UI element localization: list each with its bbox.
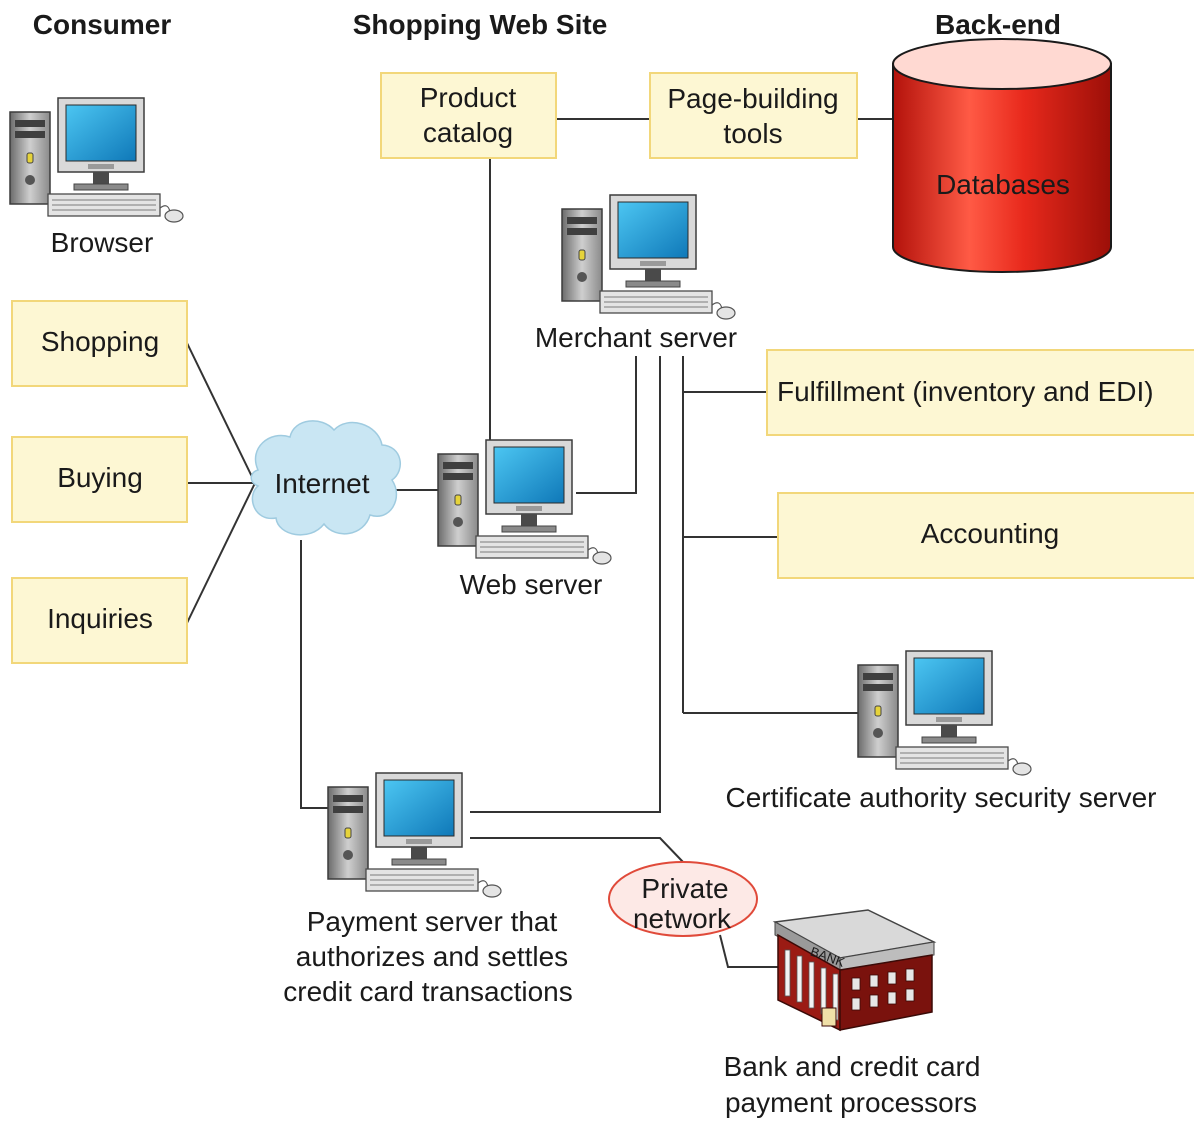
payment-server-label-line2: authorizes and settles — [296, 941, 568, 972]
link-webserver-merchant — [576, 356, 637, 494]
payment-server-label-line3: credit card transactions — [283, 976, 572, 1007]
link-internet-payment — [300, 540, 328, 809]
page-building-tools-box: Page-building tools — [649, 72, 858, 159]
payment-server-computer: Payment server that authorizes and settl… — [283, 772, 573, 1007]
heading-consumer: Consumer — [33, 9, 172, 40]
databases-label: Databases — [936, 169, 1070, 200]
buying-label: Buying — [57, 462, 143, 493]
bank-label-line2: payment processors — [725, 1087, 977, 1118]
accounting-label: Accounting — [921, 518, 1060, 549]
certificate-authority-label: Certificate authority security server — [725, 782, 1156, 813]
shopping-label: Shopping — [41, 326, 159, 357]
link-payment-private-network — [470, 837, 684, 863]
browser-label: Browser — [51, 227, 154, 258]
product-catalog-label-line2: catalog — [423, 117, 513, 148]
link-inquiries-internet — [186, 482, 256, 624]
internet-cloud: Internet — [250, 420, 402, 536]
fulfillment-box: Fulfillment (inventory and EDI) — [766, 349, 1194, 436]
link-merchant-payment — [470, 356, 661, 813]
browser-computer: Browser — [9, 97, 184, 258]
accounting-box: Accounting — [777, 492, 1194, 579]
heading-shopping-web-site: Shopping Web Site — [353, 9, 608, 40]
private-network-node: Private network — [608, 861, 758, 937]
product-catalog-label-line1: Product — [420, 82, 517, 113]
web-server-computer: Web server — [437, 439, 612, 600]
payment-server-label-line1: Payment server that — [307, 906, 558, 937]
page-building-label-line1: Page-building — [667, 83, 838, 114]
buying-box: Buying — [11, 436, 188, 523]
inquiries-box: Inquiries — [11, 577, 188, 664]
databases-cylinder: Databases — [892, 38, 1112, 273]
merchant-server-computer: Merchant server — [535, 194, 737, 353]
link-private-network-bank — [719, 934, 784, 968]
merchant-server-label: Merchant server — [535, 322, 737, 353]
inquiries-label: Inquiries — [47, 603, 153, 634]
private-network-label-line2: network — [633, 903, 732, 934]
bank-label-line1: Bank and credit card — [724, 1051, 981, 1082]
link-shopping-internet — [186, 342, 256, 484]
fulfillment-label: Fulfillment (inventory and EDI) — [777, 376, 1154, 407]
certificate-authority-computer: Certificate authority security server — [725, 650, 1157, 813]
bank-building: BANK Bank and credit card payment proces… — [724, 909, 981, 1118]
internet-label: Internet — [275, 468, 370, 499]
web-server-label: Web server — [460, 569, 603, 600]
connection-lines — [186, 118, 893, 968]
page-building-label-line2: tools — [723, 118, 782, 149]
private-network-label-line1: Private — [641, 873, 728, 904]
heading-back-end: Back-end — [935, 9, 1061, 40]
product-catalog-box: Product catalog — [380, 72, 557, 159]
shopping-box: Shopping — [11, 300, 188, 387]
